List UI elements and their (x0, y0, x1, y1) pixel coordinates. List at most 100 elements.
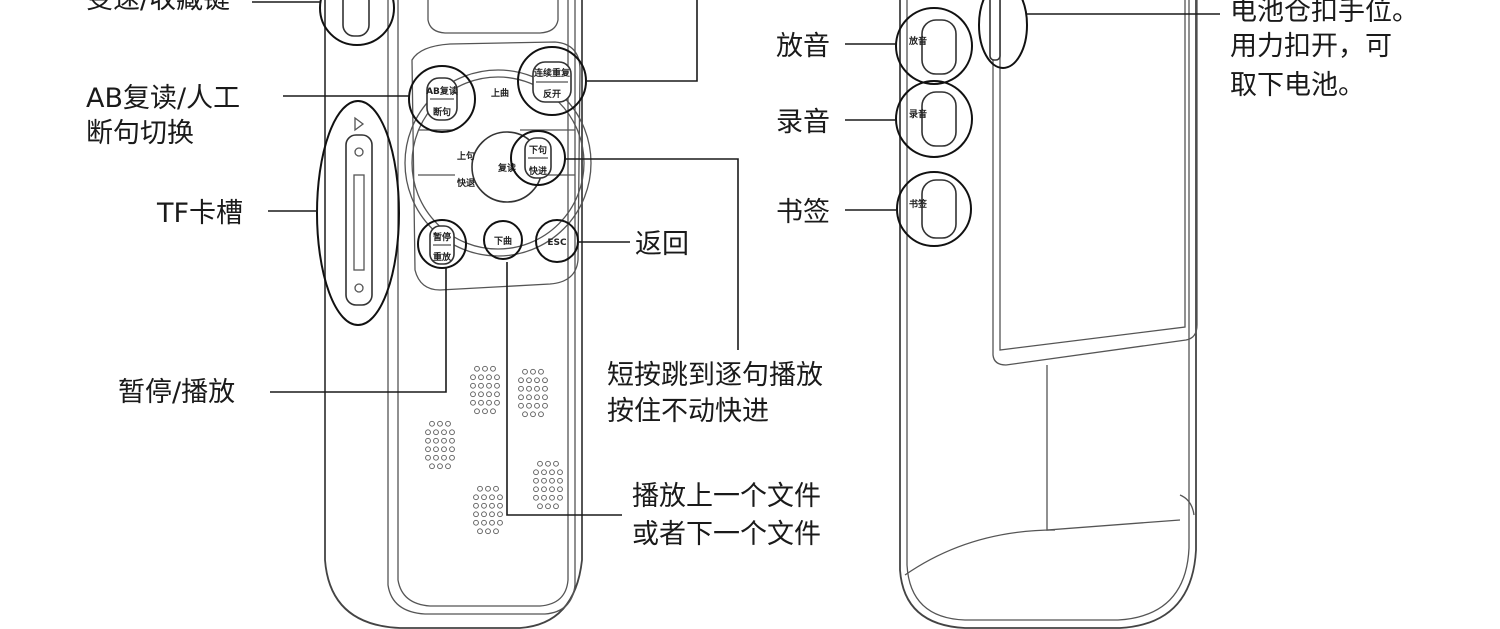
speaker-hole (519, 403, 524, 408)
speaker-hole (434, 455, 439, 460)
speaker-hole (434, 438, 439, 443)
speaker-hole (426, 438, 431, 443)
speaker-hole (542, 478, 547, 483)
speaker-hole (498, 520, 503, 525)
speaker-hole (498, 495, 503, 500)
speaker-hole (471, 383, 476, 388)
speaker-hole (482, 512, 487, 517)
speaker-hole (438, 421, 443, 426)
speaker-hole (554, 461, 559, 466)
speaker-hole (527, 403, 532, 408)
speaker-hole (446, 464, 451, 469)
speaker-hole (471, 400, 476, 405)
speaker-hole (543, 403, 548, 408)
continuous-repeat-bottom-label: 反开 (543, 88, 561, 100)
speaker-hole (550, 487, 555, 492)
speaker-hole (430, 464, 435, 469)
play-sound-button[interactable] (922, 20, 956, 74)
label-back: 返回 (635, 229, 689, 260)
speaker-hole (490, 512, 495, 517)
speaker-hole (534, 495, 539, 500)
speaker-hole (479, 375, 484, 380)
speaker-hole (494, 486, 499, 491)
speaker-hole (494, 529, 499, 534)
speaker-hole (527, 378, 532, 383)
speaker-hole (434, 447, 439, 452)
speaker-hole (498, 512, 503, 517)
speaker-hole (490, 495, 495, 500)
speaker-hole (542, 470, 547, 475)
prev-track-label: 上曲 (491, 87, 509, 99)
speaker-hole (558, 495, 563, 500)
speaker-hole (486, 529, 491, 534)
speaker-hole (523, 412, 528, 417)
record-button[interactable] (922, 92, 956, 146)
speaker-hole (550, 470, 555, 475)
speaker-hole (527, 386, 532, 391)
tf-card-slot[interactable] (346, 135, 372, 305)
speaker-hole (438, 464, 443, 469)
label-ab-repeat-2: 断句切换 (86, 118, 194, 149)
leader-continuous-repeat (586, 0, 697, 81)
speaker-hole (498, 503, 503, 508)
speaker-hole (475, 366, 480, 371)
speaker-hole (479, 392, 484, 397)
speaker-hole (495, 400, 500, 405)
speaker-hole (450, 455, 455, 460)
speaker-hole (491, 409, 496, 414)
speaker-hole (450, 438, 455, 443)
speaker-hole (442, 438, 447, 443)
speaker-hole (478, 486, 483, 491)
label-prev-next-2: 或者下一个文件 (632, 519, 821, 550)
battery-latch[interactable] (990, 0, 1000, 60)
speaker-hole (482, 520, 487, 525)
label-speed-fav: 变速/收藏键 (86, 0, 230, 15)
speaker-hole (539, 369, 544, 374)
speaker-hole (519, 395, 524, 400)
speaker-hole (546, 504, 551, 509)
speaker-hole (535, 403, 540, 408)
speaker-hole (558, 478, 563, 483)
speaker-hole (534, 470, 539, 475)
speaker-hole (442, 455, 447, 460)
next-sentence-top-label: 下句 (529, 144, 547, 156)
label-pause-play: 暂停/播放 (118, 377, 235, 408)
label-record: 录音 (776, 107, 830, 138)
speaker-hole (486, 486, 491, 491)
speed-fav-key[interactable] (343, 0, 369, 36)
speaker-hole (483, 409, 488, 414)
label-prev-next-1: 播放上一个文件 (632, 481, 821, 512)
speaker-hole (531, 369, 536, 374)
speaker-hole (450, 430, 455, 435)
speaker-hole (542, 487, 547, 492)
speaker-hole (474, 495, 479, 500)
speaker-hole (539, 412, 544, 417)
speaker-hole (482, 495, 487, 500)
speaker-hole (534, 487, 539, 492)
bookmark-button[interactable] (922, 180, 956, 238)
speaker-hole (535, 395, 540, 400)
label-battery-3: 取下电池。 (1230, 70, 1365, 101)
label-battery-1: 电池仓扣手位。 (1230, 0, 1419, 27)
next-track-label: 下曲 (494, 235, 512, 247)
speaker-hole (531, 412, 536, 417)
pause-play-top-label: 暂停 (433, 231, 451, 243)
speaker-hole (491, 366, 496, 371)
speaker-hole (543, 378, 548, 383)
speaker-hole (535, 386, 540, 391)
speaker-hole (426, 430, 431, 435)
label-tf-slot: TF卡槽 (156, 198, 243, 229)
speaker-hole (558, 487, 563, 492)
speaker-hole (495, 392, 500, 397)
speaker-hole (543, 386, 548, 391)
speaker-hole (535, 378, 540, 383)
speaker-hole (471, 392, 476, 397)
speaker-hole (446, 421, 451, 426)
prev-sentence-label-top: 上句 (457, 150, 475, 162)
speaker-hole (519, 378, 524, 383)
speaker-hole (474, 512, 479, 517)
speaker-hole (475, 409, 480, 414)
speaker-hole (471, 375, 476, 380)
prev-sentence-label-bottom: 快退 (457, 177, 475, 189)
